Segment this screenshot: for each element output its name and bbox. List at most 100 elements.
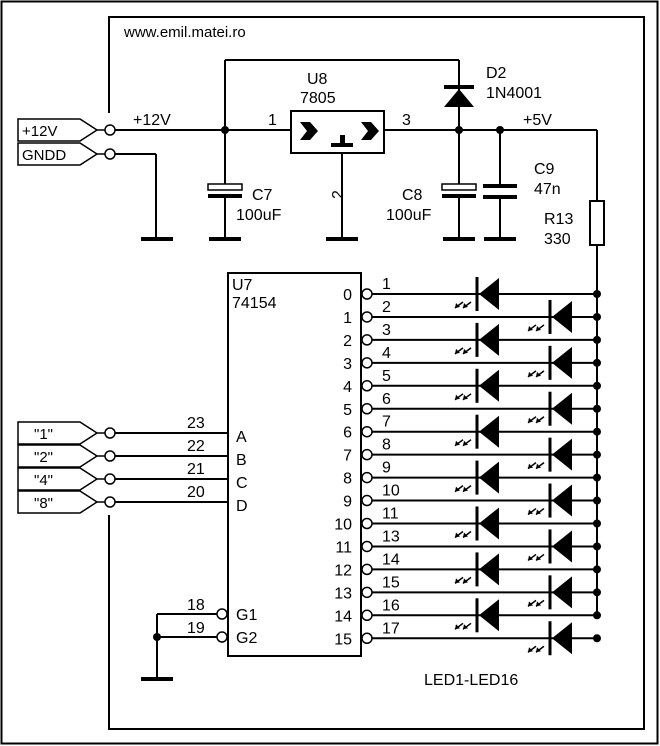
input-pin-name: D bbox=[236, 498, 248, 515]
input-pin-number: 20 bbox=[187, 484, 205, 501]
input-pin-name: A bbox=[236, 429, 247, 446]
u7-ref: U7 bbox=[232, 277, 253, 294]
output-name: 8 bbox=[343, 471, 352, 488]
g2-pin-number: 19 bbox=[187, 620, 205, 637]
output-name: 1 bbox=[343, 310, 352, 327]
g2-label: G2 bbox=[236, 630, 257, 647]
led bbox=[454, 414, 499, 449]
capacitor-c7: C7 100uF bbox=[207, 130, 282, 241]
output-14: 14 16 bbox=[334, 597, 601, 625]
input-connector-4: "8" 20D bbox=[17, 484, 248, 515]
rail-label-5v: +5V bbox=[523, 112, 552, 129]
led bbox=[527, 391, 572, 426]
led bbox=[527, 345, 572, 380]
output-11: 11 13 bbox=[335, 528, 601, 556]
output-name: 10 bbox=[334, 517, 352, 534]
output-10: 10 11 bbox=[334, 506, 601, 534]
input-pin-name: B bbox=[236, 452, 247, 469]
output-name: 2 bbox=[343, 333, 352, 350]
output-pin-number: 2 bbox=[382, 299, 391, 316]
output-pin-number: 5 bbox=[382, 368, 391, 385]
led-range-label: LED1-LED16 bbox=[424, 672, 518, 689]
output-pin-number: 13 bbox=[382, 528, 400, 545]
u8-pin-out: 3 bbox=[402, 112, 411, 129]
u8-pin-in: 1 bbox=[268, 112, 277, 129]
output-pin-number: 7 bbox=[382, 414, 391, 431]
capacitor-c8: C8 100uF bbox=[386, 130, 477, 241]
output-pin-number: 6 bbox=[382, 391, 391, 408]
rail-label-12v: +12V bbox=[133, 112, 171, 129]
led bbox=[454, 322, 499, 357]
output-name: 6 bbox=[343, 425, 352, 442]
input-connector-label: "8" bbox=[34, 495, 53, 512]
r13-ref: R13 bbox=[544, 211, 573, 228]
website-url: www.emil.matei.ro bbox=[123, 24, 246, 41]
output-name: 13 bbox=[334, 585, 352, 602]
output-12: 12 14 bbox=[334, 551, 601, 579]
output-pin-number: 11 bbox=[382, 506, 399, 523]
input-connector-3: "4"21C bbox=[17, 461, 248, 492]
led bbox=[454, 506, 499, 541]
input-pin-name: C bbox=[236, 475, 248, 492]
c7-ref: C7 bbox=[252, 187, 273, 204]
output-pin-number: 16 bbox=[382, 597, 400, 614]
output-pin-number: 14 bbox=[382, 551, 400, 568]
enable-pins: 18 19 G1 G2 bbox=[141, 597, 257, 681]
input-connector-2: "2" 22B bbox=[17, 438, 247, 469]
output-name: 14 bbox=[334, 608, 352, 625]
output-name: 12 bbox=[334, 562, 352, 579]
input-pin-number: 21 bbox=[187, 461, 205, 478]
output-pin-number: 10 bbox=[382, 483, 400, 500]
capacitor-c9: C9 47n bbox=[483, 130, 561, 241]
output-name: 0 bbox=[343, 287, 352, 304]
led bbox=[527, 483, 572, 518]
led bbox=[527, 437, 572, 472]
u8-ref: U8 bbox=[307, 71, 328, 88]
d2-ref: D2 bbox=[486, 65, 507, 82]
output-name: 5 bbox=[343, 402, 352, 419]
connector-label-12v: +12V bbox=[22, 123, 57, 140]
led bbox=[454, 598, 499, 633]
decoder-u7: U7 74154 bbox=[227, 272, 362, 657]
output-name: 7 bbox=[343, 448, 352, 465]
c8-ref: C8 bbox=[402, 187, 423, 204]
d2-part: 1N4001 bbox=[486, 85, 542, 102]
led-array bbox=[454, 277, 572, 656]
decoder-outputs: 0112233445566778899101011111312141315141… bbox=[334, 276, 601, 648]
output-name: 4 bbox=[343, 379, 352, 396]
output-name: 9 bbox=[343, 494, 352, 511]
g1-label: G1 bbox=[236, 607, 257, 624]
input-connector-label: "1" bbox=[34, 426, 53, 443]
led bbox=[527, 529, 572, 564]
led bbox=[454, 277, 499, 311]
led bbox=[454, 552, 499, 587]
input-connector-label: "2" bbox=[34, 449, 53, 466]
r13-value: 330 bbox=[544, 231, 571, 248]
output-pin-number: 17 bbox=[382, 620, 400, 637]
resistor-r13: R13 330 bbox=[544, 130, 605, 613]
input-pin-number: 22 bbox=[187, 438, 205, 455]
g1-pin-number: 18 bbox=[187, 597, 205, 614]
connector-label-gnd: GNDD bbox=[22, 147, 66, 164]
input-connector-1: "1" 23A bbox=[17, 415, 247, 446]
led bbox=[527, 575, 572, 610]
output-pin-number: 15 bbox=[382, 574, 400, 591]
output-pin-number: 4 bbox=[382, 345, 391, 362]
output-pin-number: 9 bbox=[382, 460, 391, 477]
output-name: 11 bbox=[335, 539, 352, 556]
u7-part: 74154 bbox=[232, 295, 277, 312]
output-name: 15 bbox=[334, 631, 352, 648]
output-1: 12 bbox=[343, 299, 601, 327]
c8-value: 100uF bbox=[386, 207, 432, 224]
output-pin-number: 3 bbox=[382, 322, 391, 339]
led bbox=[527, 299, 572, 334]
input-pin-number: 23 bbox=[187, 415, 205, 432]
u8-pin-gnd: 2 bbox=[330, 190, 347, 199]
led bbox=[527, 621, 572, 656]
power-connector: +12V GNDD bbox=[17, 118, 116, 166]
c7-value: 100uF bbox=[236, 207, 282, 224]
output-pin-number: 1 bbox=[382, 276, 391, 293]
output-name: 3 bbox=[343, 356, 352, 373]
